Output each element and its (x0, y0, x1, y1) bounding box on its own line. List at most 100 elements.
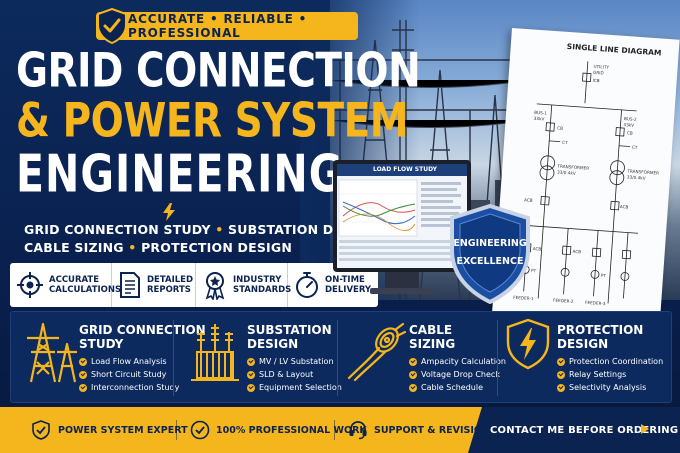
service-item-text: Load Flow Analysis (91, 357, 167, 366)
service-item-text: MV / LV Substation (259, 357, 334, 366)
service-item-text: Selectivity Analysis (569, 383, 647, 392)
shield-bolt-icon (506, 318, 550, 370)
check-icon (409, 383, 417, 392)
check-icon (79, 370, 87, 379)
service-item: SLD & Layout (247, 370, 313, 379)
sld-label: PT (600, 272, 607, 279)
sld-label: 33kV (533, 115, 545, 122)
service-item: Load Flow Analysis (79, 357, 167, 366)
service-item: Ampacity Calculation (409, 357, 506, 366)
report-icon (120, 272, 140, 298)
monitor: LOAD FLOW STUDY (333, 160, 471, 272)
service-divider (337, 320, 338, 396)
sld-label: CB (556, 125, 564, 131)
feature-line: DETAILED (147, 275, 194, 285)
service-item-text: Relay Settings (569, 370, 627, 379)
single-line-diagram: SINGLE LINE DIAGRAM UTILITY GRID (492, 28, 680, 326)
sld-drawing (518, 61, 639, 304)
bottom-item-text: 100% PROFESSIONAL WORK (216, 424, 367, 436)
service-item-text: Cable Schedule (421, 383, 484, 392)
check-icon (409, 357, 417, 366)
tagline-badge: ACCURATE • RELIABLE • PROFESSIONAL (96, 12, 358, 40)
service-title-line: SIZING (409, 337, 456, 351)
check-icon (557, 383, 565, 392)
service-item-text: Protection Coordination (569, 357, 664, 366)
check-icon (79, 357, 87, 366)
feature-line: CALCULATIONS (49, 285, 122, 295)
service-title-line: STUDY (79, 337, 124, 351)
load-flow-plot (338, 179, 461, 261)
service-title-line: CABLE (409, 323, 453, 337)
feature-standards: INDUSTRY STANDARDS (196, 263, 291, 307)
sld-label: 33kV (623, 122, 635, 128)
check-icon (247, 383, 255, 392)
service-title: CABLE SIZING (409, 323, 455, 351)
title-line-1: GRID CONNECTION (16, 44, 421, 99)
engineering-shield-icon (450, 204, 530, 304)
subtitle-separator: • (128, 240, 137, 255)
check-icon (557, 370, 565, 379)
service-item: Short Circuit Study (79, 370, 166, 379)
monitor-stand (385, 272, 419, 290)
service-title-line: DESIGN (557, 337, 609, 351)
feature-label: ON-TIME DELIVERY (325, 275, 371, 295)
lightning-icon (163, 203, 175, 221)
shield-check-icon (97, 8, 127, 44)
service-item-text: Short Circuit Study (91, 370, 167, 379)
service-item: Voltage Drop Check (409, 370, 500, 379)
services-panel: GRID CONNECTION STUDY Load Flow Analysis… (10, 311, 672, 403)
bottom-item-expert: POWER SYSTEM EXPERT (32, 407, 188, 453)
service-item: Cable Schedule (409, 383, 483, 392)
sld-label: ICB (592, 77, 600, 84)
service-title-line: GRID CONNECTION (79, 323, 206, 337)
contact-button[interactable]: CONTACT ME BEFORE ORDERING (490, 424, 679, 436)
features-strip: ACCURATE CALCULATIONS DETAILED REPORTS I… (10, 263, 378, 307)
subtitle-item: PROTECTION DESIGN (141, 240, 293, 255)
sld-label: CT (561, 139, 568, 146)
feature-delivery: ON-TIME DELIVERY (288, 263, 378, 307)
bottom-separator (334, 420, 335, 440)
feature-accurate: ACCURATE CALCULATIONS (10, 263, 121, 307)
feature-label: INDUSTRY STANDARDS (233, 275, 291, 295)
cable-icon (347, 322, 407, 382)
service-item-text: SLD & Layout (259, 370, 314, 379)
monitor-screen: LOAD FLOW STUDY (337, 164, 467, 268)
sld-label: CT (631, 144, 638, 151)
service-title-line: DESIGN (247, 337, 299, 351)
feature-line: ACCURATE (49, 275, 100, 285)
services-subtitle-2: CABLE SIZING • PROTECTION DESIGN (24, 240, 292, 255)
target-icon (17, 272, 43, 298)
headset-icon (349, 421, 367, 440)
title-line-3: ENGINEERING (16, 144, 344, 204)
feature-label: ACCURATE CALCULATIONS (49, 275, 121, 295)
arrow-right-icon[interactable] (641, 424, 649, 434)
service-item-text: Interconnection Study (91, 383, 180, 392)
service-title-line: SUBSTATION (247, 323, 332, 337)
service-item: Protection Coordination (557, 357, 663, 366)
service-title: GRID CONNECTION STUDY (79, 323, 206, 351)
shield-check-icon (32, 420, 50, 440)
service-title-line: PROTECTION (557, 323, 644, 337)
feature-reports: DETAILED REPORTS (112, 263, 196, 307)
pylon-icon (27, 322, 77, 383)
service-item: Equipment Selection (247, 383, 342, 392)
check-icon (247, 357, 255, 366)
tagline-text: ACCURATE • RELIABLE • PROFESSIONAL (128, 12, 308, 40)
feature-line: STANDARDS (233, 285, 292, 295)
bottom-item-professional: 100% PROFESSIONAL WORK (190, 407, 367, 453)
check-icon (409, 370, 417, 379)
service-item: MV / LV Substation (247, 357, 334, 366)
bottom-item-support: SUPPORT & REVISION (348, 407, 490, 453)
service-item-text: Voltage Drop Check (421, 370, 500, 379)
sld-label: ACB (532, 245, 542, 252)
feature-line: ON-TIME (325, 275, 365, 285)
service-item: Interconnection Study (79, 383, 179, 392)
medal-icon (205, 272, 225, 300)
stopwatch-icon (296, 272, 318, 298)
service-title: PROTECTION DESIGN (557, 323, 643, 351)
sld-label: BUS-2 (623, 116, 637, 122)
feature-line: DELIVERY (325, 285, 372, 295)
monitor-base (370, 288, 434, 294)
sld-label: ACB (619, 203, 629, 210)
sld-label: ACB (523, 197, 533, 203)
